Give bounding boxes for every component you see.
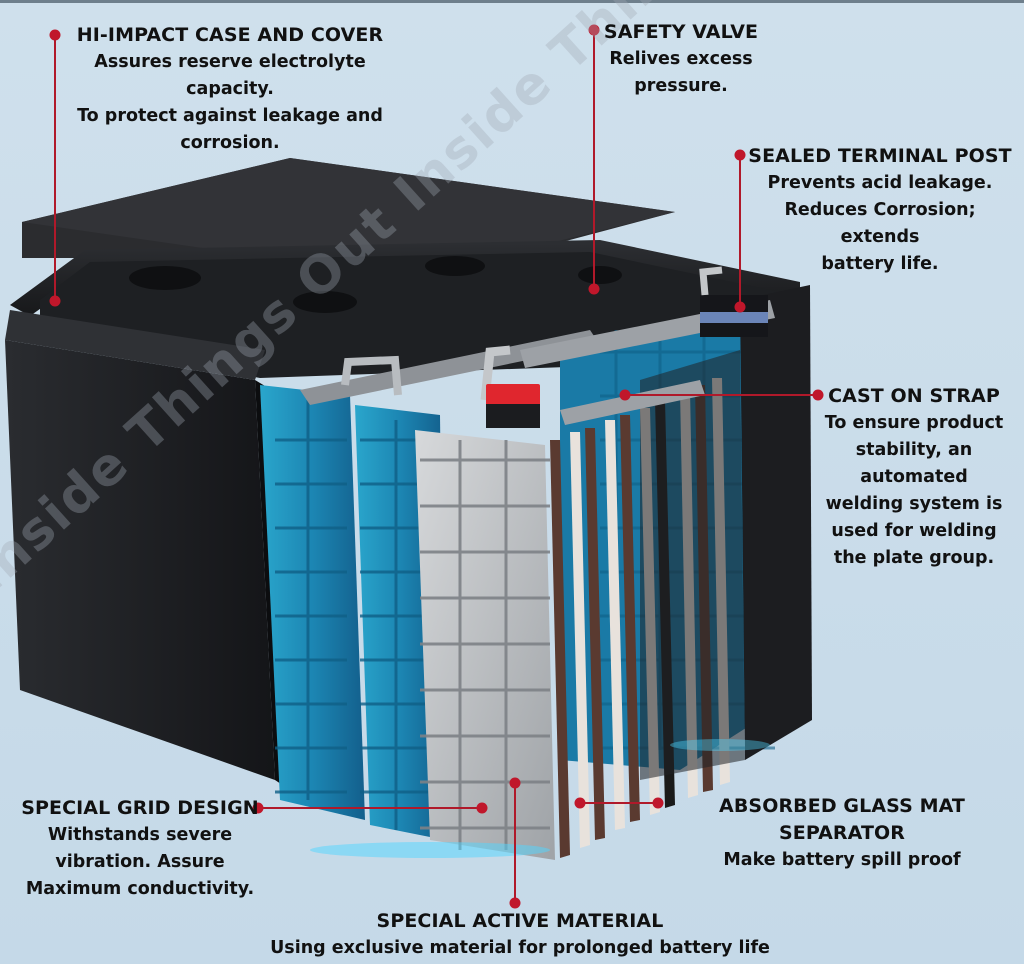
callout-strap: CAST ON STRAP To ensure product stabilit… [822,383,1006,572]
callout-agm: ABSORBED GLASS MAT SEPARATOR Make batter… [664,793,1020,874]
callout-valve-title: SAFETY VALVE [603,21,759,43]
callout-valve: SAFETY VALVE Relives excess pressure. [596,19,766,100]
case-left-wall [5,340,275,780]
callout-case-title: HI-IMPACT CASE AND COVER [76,24,384,46]
leader-dots [49,24,824,909]
callout-terminal-title: SEALED TERMINAL POST [748,145,1012,167]
left-terminal-tab [341,355,402,396]
callout-grid: SPECIAL GRID DESIGN Withstands severe vi… [18,795,262,903]
callout-case: HI-IMPACT CASE AND COVER Assures reserve… [50,22,410,157]
callout-active: SPECIAL ACTIVE MATERIAL Using exclusive … [270,910,770,958]
callout-active-title: SPECIAL ACTIVE MATERIAL [376,910,664,932]
cast-on-strap [300,330,600,405]
red-terminal [486,384,540,406]
callout-agm-title: ABSORBED GLASS MAT SEPARATOR [719,795,965,844]
top-border [0,0,1024,3]
leader-lines [54,32,820,901]
callout-grid-title: SPECIAL GRID DESIGN [21,797,259,819]
callout-strap-title: CAST ON STRAP [828,385,1000,407]
sealed-terminal [700,295,768,317]
callout-terminal: SEALED TERMINAL POST Prevents acid leaka… [744,143,1016,278]
